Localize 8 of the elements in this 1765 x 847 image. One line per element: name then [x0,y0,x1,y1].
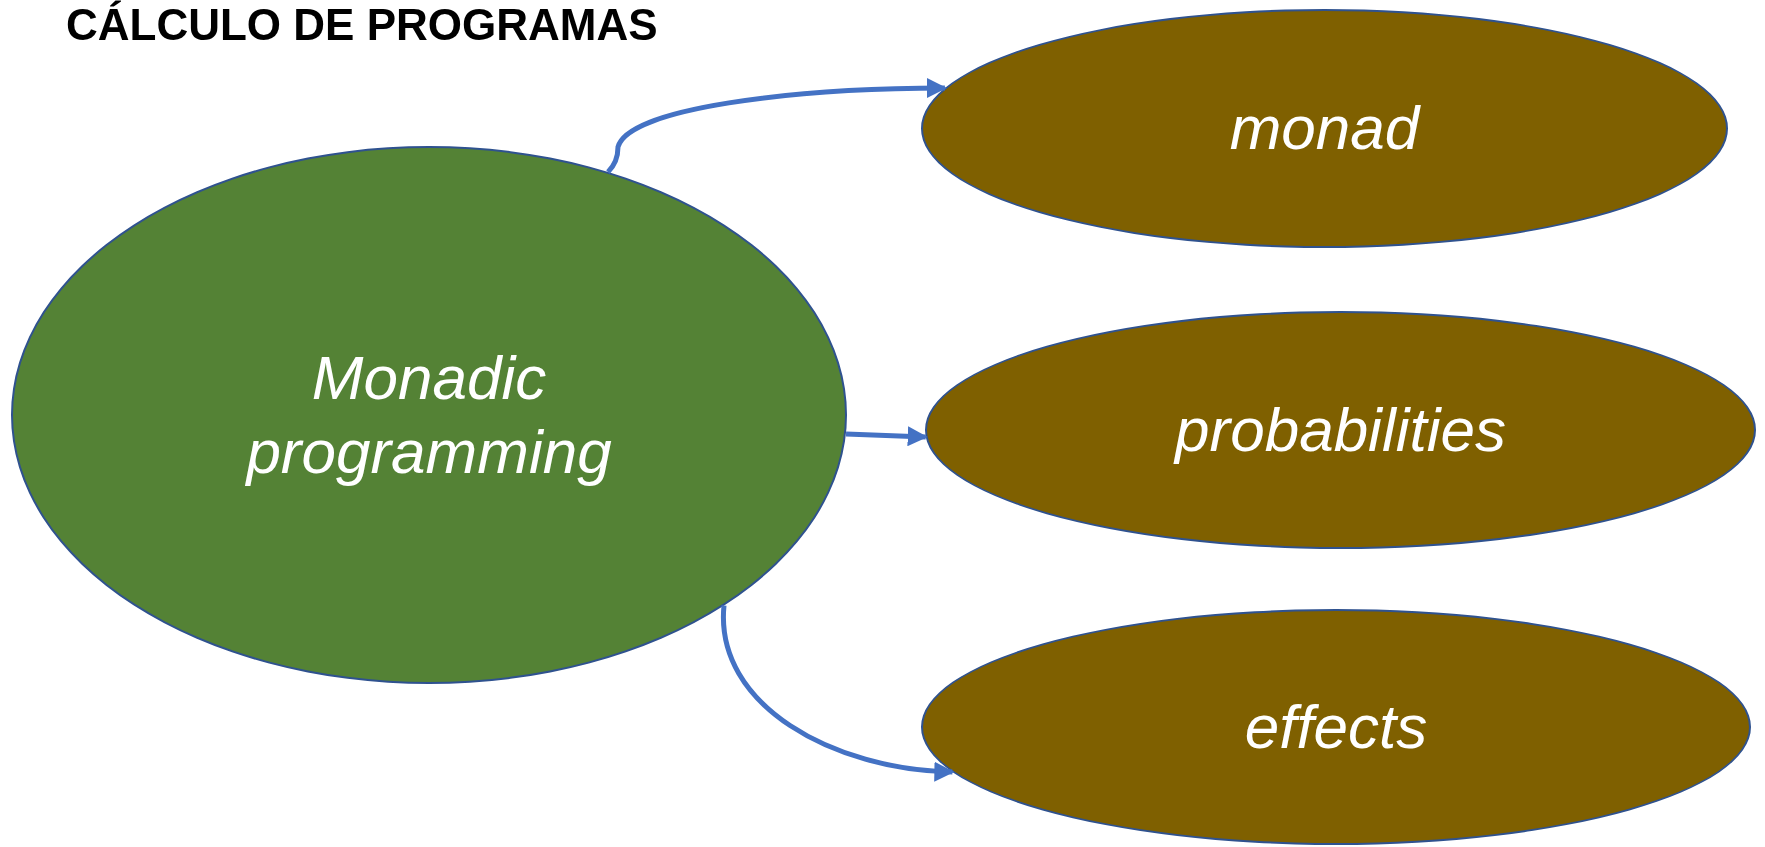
topic-label: monad [1229,92,1420,165]
arrow [845,426,928,447]
arrow [606,78,947,174]
topic-label: effects [1244,690,1428,763]
topic-label: probabilities [1175,393,1506,466]
slide-title: CÁLCULO DE PROGRAMAS [66,0,658,50]
topic-label: Monadic programming [244,341,613,488]
arrow [721,605,955,781]
